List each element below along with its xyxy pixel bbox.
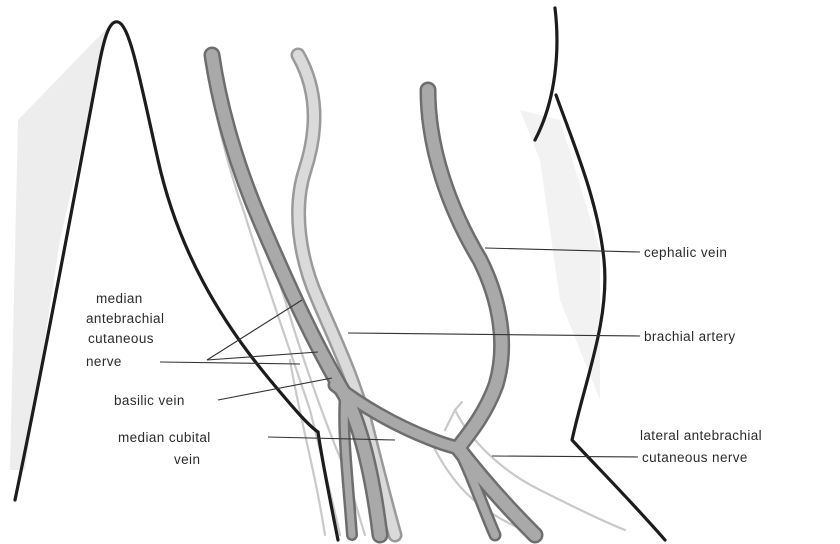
- label-median-antebrachial-line3: cutaneous: [88, 331, 154, 346]
- label-brachial-artery: brachial artery: [644, 329, 736, 344]
- label-cephalic-vein: cephalic vein: [644, 245, 727, 260]
- label-basilic-vein: basilic vein: [114, 393, 185, 408]
- label-median-cubital-line1: median cubital: [118, 430, 211, 445]
- leader-median-antebrachial-2: [207, 352, 318, 360]
- leader-median-antebrachial-3: [160, 362, 300, 364]
- right-shading: [520, 110, 600, 400]
- label-median-antebrachial-line4: nerve: [86, 354, 122, 369]
- label-median-cubital-line2: vein: [174, 452, 200, 467]
- label-median-antebrachial-line2: antebrachial: [86, 311, 164, 326]
- label-lateral-antebrachial-line1: lateral antebrachial: [640, 428, 762, 443]
- leader-median-antebrachial-1: [207, 300, 302, 360]
- label-median-antebrachial-line1: median: [96, 291, 143, 306]
- basilic-vein: [212, 55, 380, 535]
- leader-lateral-antebrachial: [492, 456, 638, 457]
- label-lateral-antebrachial-line2: cutaneous nerve: [642, 450, 748, 465]
